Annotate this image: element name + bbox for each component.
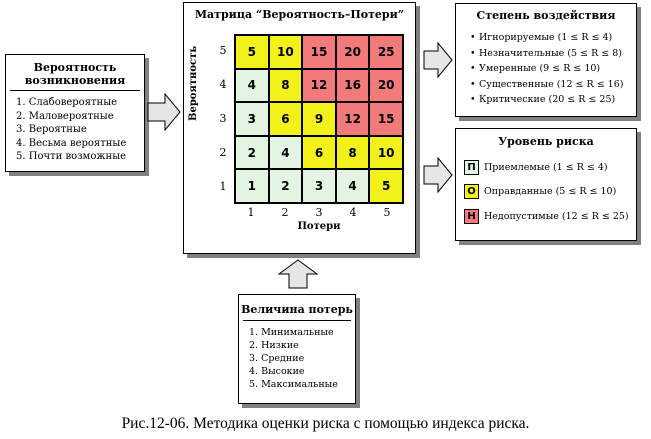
matrix-cell: 25 [369,35,403,69]
list-item: Критические (20 ≤ R ≤ 25) [470,92,636,108]
loss-box: Величина потерь 1. Минимальные 2. Низкие… [238,294,356,404]
matrix-cell: 6 [302,135,336,170]
row-label: 4 [219,78,227,91]
matrix-cell: 20 [369,68,403,103]
y-axis-label: Вероятность [188,45,199,121]
matrix-cell: 10 [369,135,403,170]
col-label: 4 [349,206,357,219]
matrix-cell: 6 [268,102,303,136]
matrix-cell: 12 [335,102,370,136]
matrix-cell: 3 [302,169,336,203]
divider [243,320,351,321]
loss-list: 1. Минимальные 2. Низкие 3. Средние 4. В… [239,326,355,391]
matrix-cell: 4 [268,135,303,170]
list-item: 2. Низкие [249,340,299,351]
divider [10,90,140,91]
matrix-cell: 3 [235,102,269,136]
risk-level-box: Уровень риска П Приемлемые (1 ≤ R ≤ 4) О… [455,128,637,241]
risk-level-title: Уровень риска [498,135,594,148]
risk-level-item: О Оправданные (5 ≤ R ≤ 10) [464,184,616,199]
list-item: 1. Слабовероятные [16,97,118,108]
row-label: 5 [219,44,227,57]
matrix-cell: 5 [369,169,403,203]
list-item: 3. Средние [249,353,305,364]
matrix-cell: 5 [235,35,269,69]
risk-level-item: Н Недопустимые (12 ≤ R ≤ 25) [464,209,629,224]
row-label: 3 [219,112,227,125]
list-item: 3. Вероятные [16,124,87,135]
impact-title: Степень воздействия [476,9,616,22]
matrix-cell: 16 [335,68,370,103]
row-label: 1 [219,180,227,193]
figure-caption: Рис.12-06. Методика оценки риска с помощ… [121,415,530,432]
list-item: 5. Почти возможные [16,151,127,162]
probability-title-line2: возникновения [24,74,126,87]
list-item: 5. Максимальные [249,379,338,390]
loss-title: Величина потерь [241,303,353,316]
list-item: 4. Высокие [249,366,305,377]
matrix-title: Матрица “Вероятность–Потери” [194,8,405,21]
col-label: 5 [383,206,391,219]
col-label: 3 [315,206,323,219]
up-arrow-icon [278,259,318,289]
right-arrow-icon [147,93,181,131]
list-item: 1. Минимальные [249,327,334,338]
right-arrow-icon [423,42,453,78]
risk-level-label: Оправданные (5 ≤ R ≤ 10) [484,186,617,197]
risk-level-item: П Приемлемые (1 ≤ R ≤ 4) [464,160,608,175]
matrix-cell: 4 [335,169,370,203]
matrix-cell: 8 [335,135,370,170]
impact-list: Игнорируемые (1 ≤ R ≤ 4) Незначительные … [456,30,636,108]
matrix-cell: 2 [235,135,269,170]
col-label: 2 [281,206,289,219]
row-label: 2 [219,146,227,159]
matrix-cell: 4 [235,68,269,103]
list-item: Существенные (12 ≤ R ≤ 16) [470,77,636,93]
risk-level-label: Приемлемые (1 ≤ R ≤ 4) [484,162,608,173]
x-axis-label: Потери [297,221,341,232]
matrix-cell: 20 [335,35,370,69]
risk-swatch-justified: О [464,184,479,199]
matrix-cell: 1 [235,169,269,203]
col-label: 1 [247,206,255,219]
probability-box: Вероятность возникновения 1. Слабовероят… [5,54,145,172]
matrix-cell: 15 [369,102,403,136]
probability-title-line1: Вероятность [33,61,117,74]
right-arrow-icon [423,157,453,193]
matrix-box: Матрица “Вероятность–Потери” Вероятность… [183,2,416,254]
risk-swatch-acceptable: П [464,160,479,175]
list-item: Незначительные (5 ≤ R ≤ 8) [470,46,636,62]
list-item: 2. Маловероятные [16,110,114,122]
list-item: Умеренные (9 ≤ R ≤ 10) [470,61,636,77]
list-item: 4. Весьма вероятные [16,137,127,149]
matrix-cell: 10 [268,35,303,69]
matrix-cell: 15 [302,35,336,69]
matrix-cell: 8 [268,68,303,103]
matrix-cell: 2 [268,169,303,203]
risk-swatch-unacceptable: Н [464,209,479,224]
list-item: Игнорируемые (1 ≤ R ≤ 4) [470,30,636,46]
probability-title: Вероятность возникновения [6,61,144,87]
matrix-cell: 9 [302,102,336,136]
impact-box: Степень воздействия Игнорируемые (1 ≤ R … [455,3,637,117]
matrix-cell: 12 [302,68,336,103]
probability-list: 1. Слабовероятные 2. Маловероятные 3. Ве… [6,96,144,164]
risk-level-label: Недопустимые (12 ≤ R ≤ 25) [484,211,629,222]
